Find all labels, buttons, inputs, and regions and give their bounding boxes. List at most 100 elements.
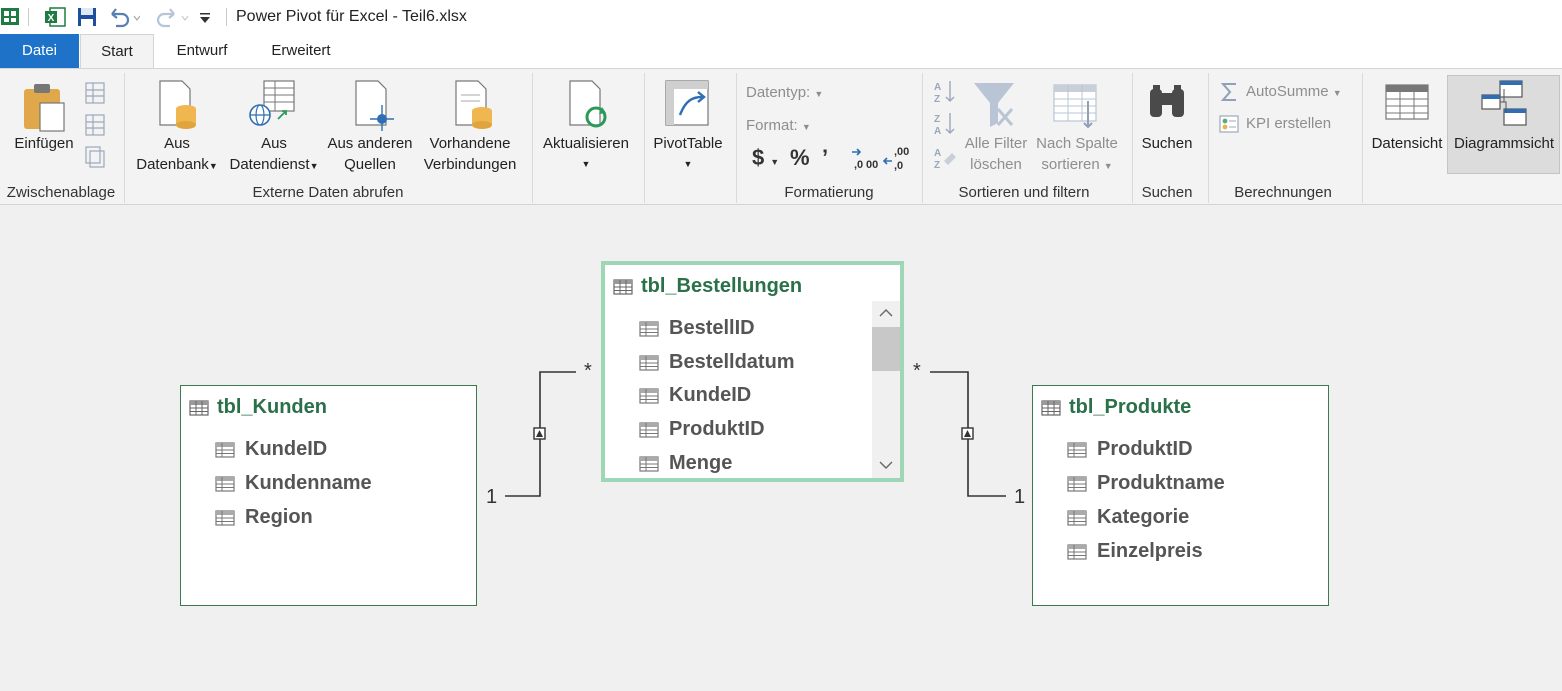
column-name: Einzelpreis [1097,540,1203,562]
column-item[interactable]: Menge [639,452,732,475]
group-separator [1132,73,1133,203]
column-name: KundeID [245,438,328,460]
scroll-up-icon[interactable] [879,308,893,318]
column-name: KundeID [669,384,752,406]
label-line: Datendienst▼ [226,154,322,177]
diagram-canvas[interactable]: 1 * * 1 tbl_Kunden KundeID Kundenname Re… [0,206,1562,691]
pivot-table-button[interactable]: PivotTable ▼ [648,133,728,175]
table-produkte[interactable]: tbl_Produkte ProduktID Produktname Kateg… [1032,385,1329,606]
clipboard-small-icons [85,82,105,168]
label-line: Vorhandene [429,135,511,152]
currency-format-button[interactable]: $▼ [752,145,779,171]
currency-symbol: $ [752,145,765,170]
column-name: Kategorie [1097,506,1190,528]
column-item[interactable]: Kategorie [1067,506,1189,529]
database-icon[interactable] [156,79,200,133]
group-separator [922,73,923,203]
column-icon [639,456,659,472]
dropdown-caret-icon: ▼ [1103,161,1113,171]
increase-decimal-icon[interactable]: ,0 00 [850,147,880,171]
clear-filters-button[interactable]: Alle Filter löschen [956,133,1036,175]
ribbon-tabs: Datei Start Entwurf Erweitert [0,34,1562,69]
column-item[interactable]: Produktname [1067,472,1225,495]
label-line: Verbindungen [423,156,517,173]
percent-format-button[interactable]: % [790,145,810,170]
data-view-button[interactable]: Datensicht [1371,135,1443,152]
find-button[interactable]: Suchen [1141,135,1193,152]
svg-text:,00: ,00 [894,147,909,158]
decrease-decimal-icon[interactable]: ,00 ,0 [882,147,912,171]
tab-datei[interactable]: Datei [0,34,79,68]
column-item[interactable]: ProduktID [1067,438,1193,461]
other-sources-icon[interactable] [352,79,396,133]
data-view-icon[interactable] [1384,81,1432,125]
column-icon [215,442,235,458]
refresh-icon[interactable] [566,79,610,133]
svg-text:00: 00 [866,159,878,171]
group-label-clipboard: Zwischenablage [6,184,116,201]
column-item[interactable]: Kundenname [215,472,372,495]
excel-icon[interactable]: X [44,6,66,28]
existing-connections-button[interactable]: Vorhandene Verbindungen [418,133,522,175]
title-separator [28,8,29,26]
autosum-label: AutoSumme [1246,83,1329,100]
table-bestellungen[interactable]: tbl_Bestellungen BestellID Bestelldatum … [601,261,904,482]
label-line: PivotTable [653,135,723,152]
sort-by-column-button[interactable]: Nach Spalte sortieren▼ [1034,133,1120,177]
column-item[interactable]: Region [215,506,313,529]
label-line: Aus [164,135,190,152]
undo-icon[interactable] [106,6,140,28]
column-item[interactable]: ProduktID [639,418,765,441]
table-kunden[interactable]: tbl_Kunden KundeID Kundenname Region [180,385,477,606]
save-icon[interactable] [76,6,98,28]
table-icon [613,279,633,295]
group-label-calc: Berechnungen [1234,184,1332,201]
column-item[interactable]: KundeID [215,438,327,461]
paste-button[interactable]: Einfügen [14,135,74,152]
tab-start[interactable]: Start [80,34,154,69]
scrollbar-thumb[interactable] [872,327,900,371]
from-database-button[interactable]: Aus Datenbank▼ [132,133,222,177]
tab-erweitert[interactable]: Erweitert [271,42,331,59]
title-bar: X Power Pivot für Excel - Teil6.xlsx [0,0,1562,34]
create-kpi-button[interactable]: KPI erstellen [1246,115,1332,132]
power-pivot-icon[interactable] [0,5,22,27]
table-bestellungen-header[interactable]: tbl_Bestellungen [613,275,802,298]
column-item[interactable]: Bestelldatum [639,351,795,374]
sort-by-column-icon[interactable] [1052,81,1102,131]
column-item[interactable]: BestellID [639,317,755,340]
column-icon [639,321,659,337]
format-dropdown[interactable]: Format: ▼ [746,117,811,134]
column-name: BestellID [669,317,755,339]
redo-icon[interactable] [150,6,190,28]
sort-icons[interactable]: AZ ZA AZ [932,79,958,171]
column-name: ProduktID [1097,438,1193,460]
column-name: Kundenname [245,472,372,494]
thousands-separator-button[interactable]: ’ [822,145,829,170]
table-produkte-header[interactable]: tbl_Produkte [1041,396,1191,419]
data-service-icon[interactable] [248,79,298,133]
datatype-dropdown[interactable]: Datentyp: ▼ [746,84,823,101]
refresh-button[interactable]: Aktualisieren ▼ [536,133,636,175]
cardinality-many-bestellungen-left: * [584,360,592,382]
column-item[interactable]: KundeID [639,384,751,407]
existing-connections-icon[interactable] [452,79,496,133]
clear-filters-icon[interactable] [972,81,1018,131]
binoculars-icon[interactable] [1146,83,1190,123]
diagram-view-icon[interactable] [1480,79,1530,127]
column-item[interactable]: Einzelpreis [1067,540,1203,563]
table-icon [189,400,209,416]
column-icon [1067,442,1087,458]
table-kunden-header[interactable]: tbl_Kunden [189,396,327,419]
table-vertical-scrollbar[interactable] [872,301,900,478]
from-data-service-button[interactable]: Aus Datendienst▼ [226,133,322,177]
pivot-table-icon[interactable] [664,79,710,129]
customize-toolbar-icon[interactable] [198,10,212,26]
scroll-down-icon[interactable] [879,460,893,470]
autosum-button[interactable]: AutoSumme ▼ [1246,83,1342,100]
paste-icon[interactable] [22,81,66,133]
tab-entwurf[interactable]: Entwurf [176,42,228,59]
dropdown-caret-icon: ▼ [208,161,218,171]
label-line: Aktualisieren [543,135,629,152]
other-sources-button[interactable]: Aus anderen Quellen [322,133,418,175]
